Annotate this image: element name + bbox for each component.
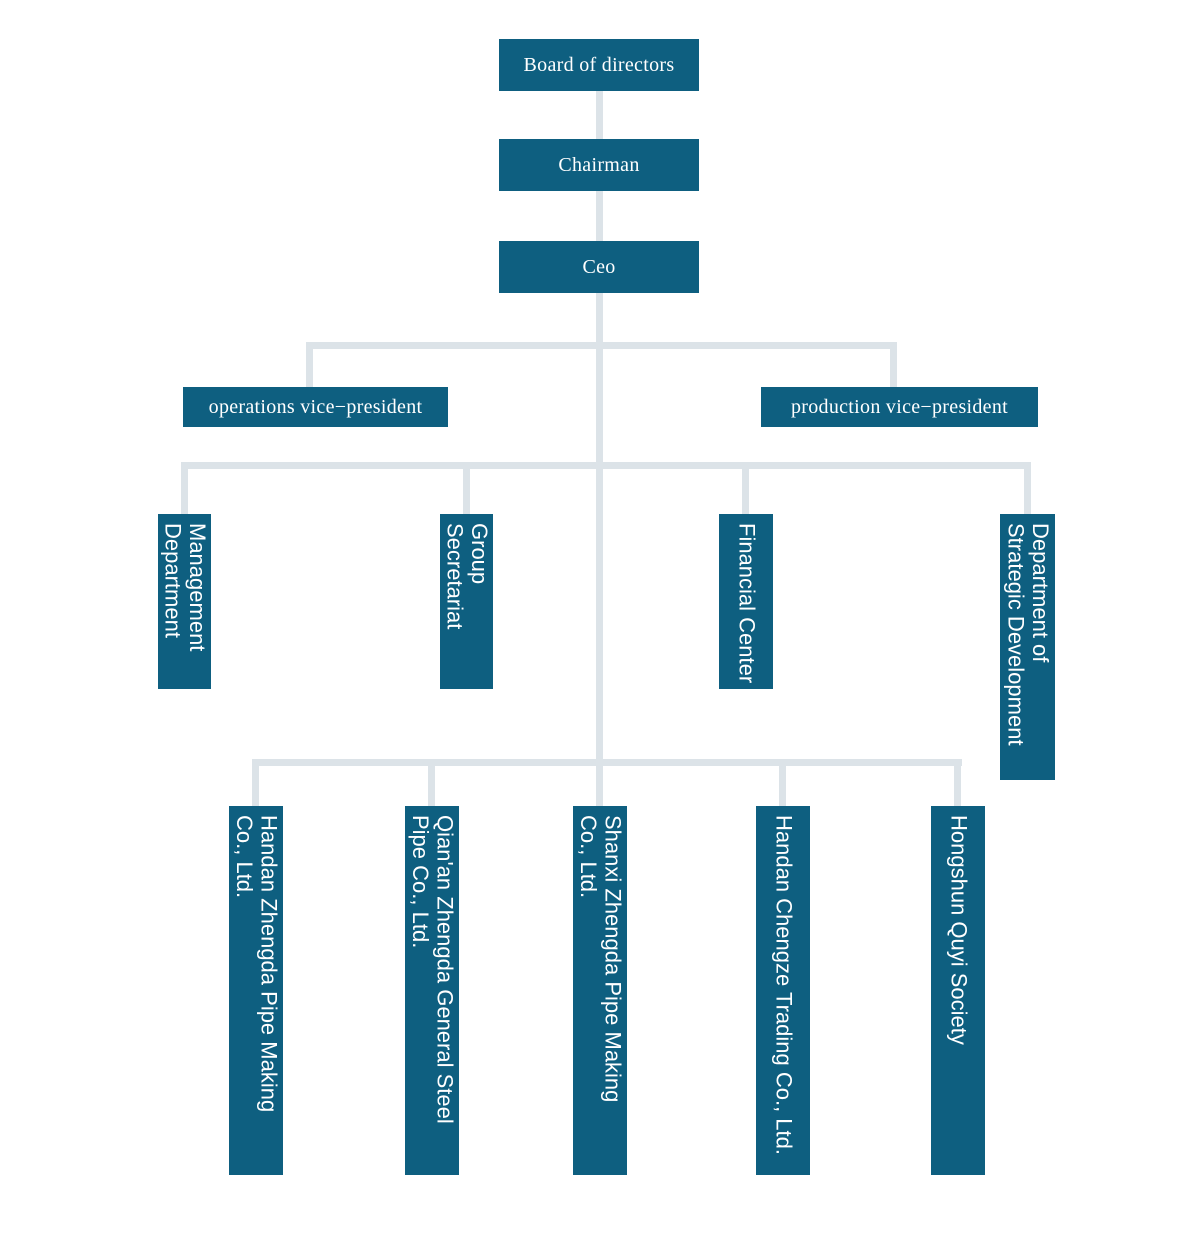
node-shanxi-zhengda-pipe-making: Shanxi Zhengda Pipe Making Co., Ltd. [573,806,627,1175]
node-label: Department of Strategic Development [1003,523,1054,746]
node-ceo: Ceo [499,241,699,293]
connector-board-chairman [596,91,603,139]
connector-ceo-trunk [596,293,603,806]
connector-hongshun-quyi-drop [954,759,961,806]
node-label: Management Department [160,523,211,652]
node-qianan-zhengda-general-steel-pipe: Qian'an Zhengda General Steel Pipe Co., … [405,806,459,1175]
connector-vp-horizontal [306,342,897,349]
node-group-secretariat: Group Secretariat [440,514,493,689]
connector-handan-zhengda-drop [252,759,259,806]
node-label: Handan Chengze Trading Co., Ltd. [771,815,797,1156]
node-handan-chengze-trading: Handan Chengze Trading Co., Ltd. [756,806,810,1175]
connector-production-vp-drop [890,342,897,387]
node-management-department: Management Department [158,514,211,689]
node-department-of-strategic-development: Department of Strategic Development [1000,514,1055,780]
node-handan-zhengda-pipe-making: Handan Zhengda Pipe Making Co., Ltd. [229,806,283,1175]
connector-department-horizontal [181,462,1031,469]
connector-management-department-drop [181,462,188,514]
node-label: Chairman [558,153,640,176]
connector-financial-center-drop [742,462,749,514]
node-label: Qian'an Zhengda General Steel Pipe Co., … [408,815,458,1124]
node-operations-vice-president: operations vice−president [183,387,448,427]
connector-handan-chengze-drop [779,759,786,806]
node-label: Group Secretariat [442,523,493,630]
connector-qianan-zhengda-drop [428,759,435,806]
node-label: Ceo [582,255,616,278]
node-financial-center: Financial Center [719,514,773,689]
node-hongshun-quyi-society: Hongshun Quyi Society [931,806,985,1175]
node-production-vice-president: production vice−president [761,387,1038,427]
node-label: Hongshun Quyi Society [946,815,972,1045]
connector-strategic-development-drop [1024,462,1031,514]
node-label: Handan Zhengda Pipe Making Co., Ltd. [232,815,282,1113]
connector-chairman-ceo [596,191,603,241]
node-board-of-directors: Board of directors [499,39,699,91]
node-label: Board of directors [523,53,675,76]
node-label: production vice−president [790,395,1009,418]
node-label: Shanxi Zhengda Pipe Making Co., Ltd. [576,815,626,1103]
connector-group-secretariat-drop [463,462,470,514]
connector-operations-vp-drop [306,342,313,387]
node-chairman: Chairman [499,139,699,191]
connector-subsidiary-horizontal [252,759,962,766]
node-label: operations vice−president [208,395,423,418]
node-label: Financial Center [734,523,760,684]
